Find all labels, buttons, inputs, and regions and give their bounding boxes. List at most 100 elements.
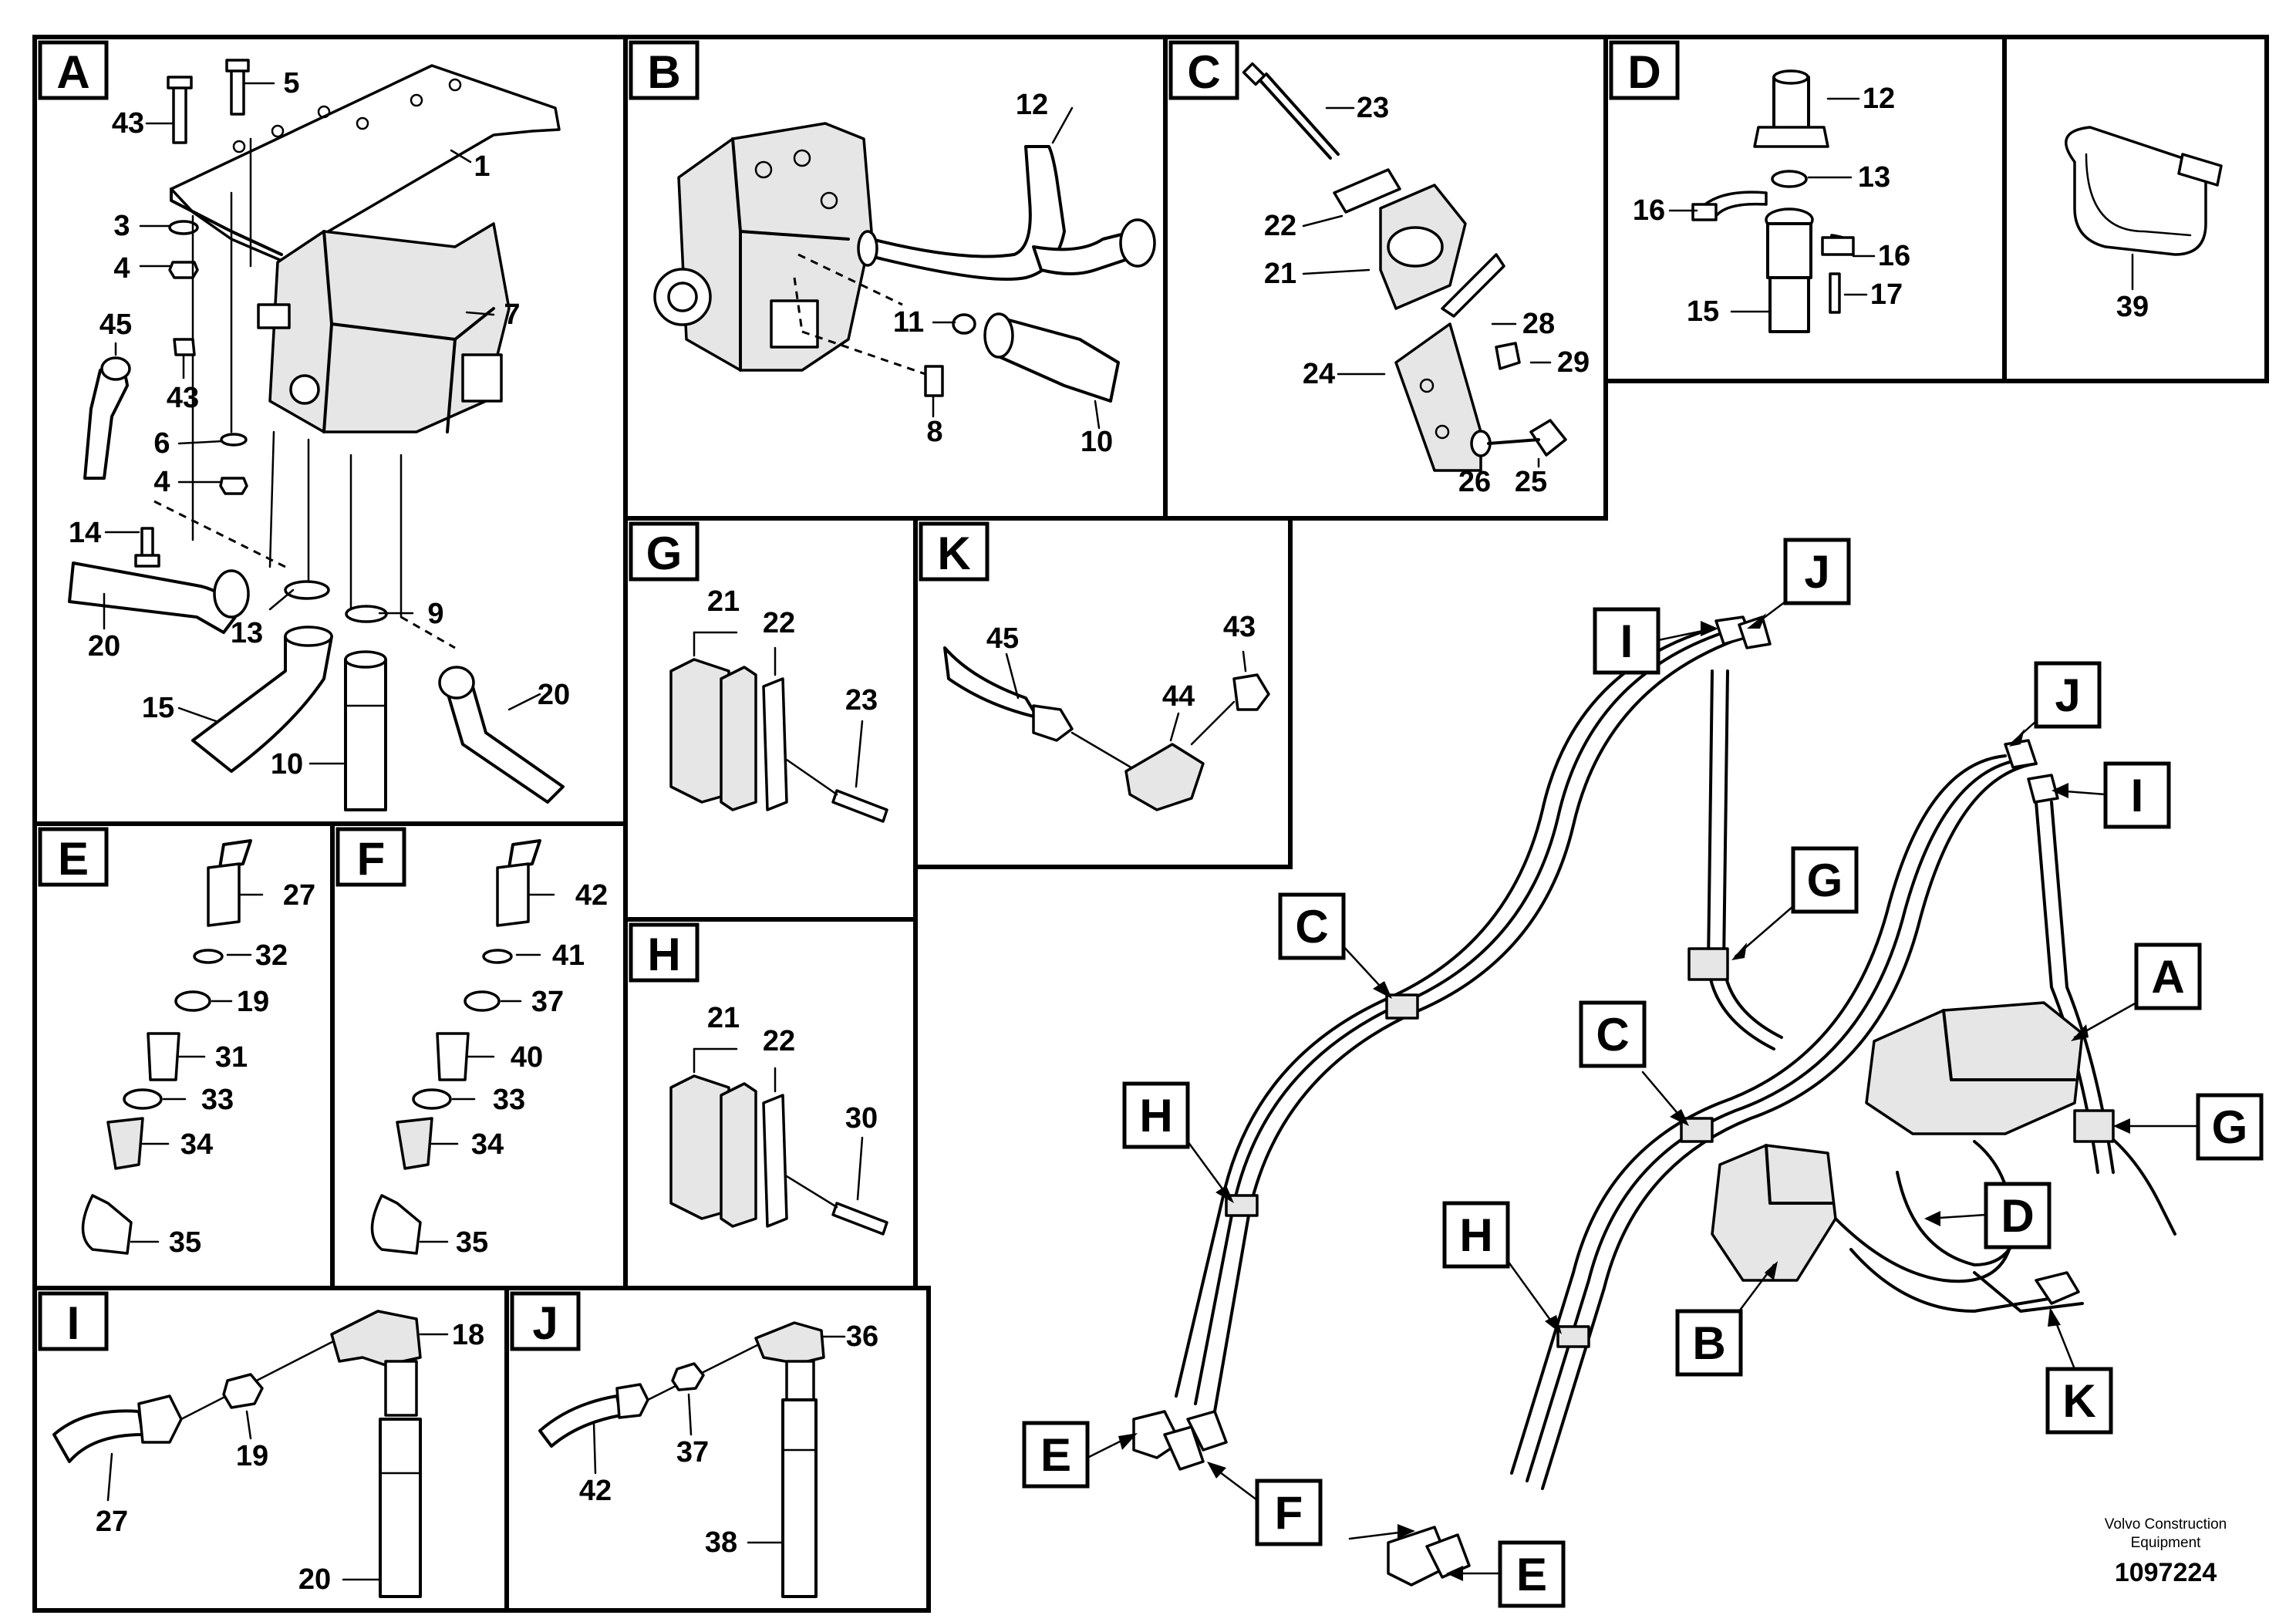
overview-marker-f: F [1275, 1487, 1303, 1539]
panel-frames [32, 35, 2269, 1613]
callout-a-13: 13 [231, 617, 263, 649]
overview-marker-c-2: C [1596, 1009, 1629, 1061]
coupling-e-34 [106, 1117, 144, 1170]
overview-marker-h-1: H [1139, 1090, 1172, 1141]
panel-c: C 23 22 21 28 24 29 26 25 [1168, 40, 1590, 498]
callout-strap-39: 39 [2116, 291, 2149, 323]
fitting-f-42 [496, 862, 530, 927]
panel-i-letter: I [67, 1297, 80, 1349]
overview-marker-e-2: E [1516, 1549, 1547, 1600]
panel-i-letter-box [38, 1291, 109, 1351]
hose-20-left [68, 561, 237, 634]
nut-i-19 [222, 1373, 264, 1409]
panel-h-letter: H [647, 929, 680, 980]
overview-hose-g [1707, 669, 1775, 1050]
panel-b: B 12 11 8 10 [629, 40, 1156, 458]
hose-45 [83, 363, 129, 480]
callout-c-25: 25 [1515, 466, 1547, 498]
callout-a-4: 4 [113, 252, 130, 285]
nut-j-38 [785, 1360, 815, 1401]
callout-f-33: 33 [493, 1084, 525, 1116]
panel-k: K 45 43 44 [919, 521, 1270, 811]
callout-a-4b: 4 [153, 466, 170, 498]
cap-e-35 [81, 1194, 133, 1255]
callout-a-20b: 20 [538, 679, 570, 711]
bracket-24 [1394, 322, 1482, 472]
panel-d: D 12 13 16 16 15 17 [1609, 40, 1910, 333]
panel-g-letter-box [629, 521, 700, 582]
nut-4b [219, 477, 248, 495]
callout-h-21: 21 [707, 1002, 740, 1034]
callout-f-42: 42 [575, 879, 608, 912]
callout-d-15: 15 [1687, 295, 1719, 328]
callout-e-33: 33 [201, 1084, 234, 1116]
panel-j-letter: J [532, 1297, 558, 1349]
callout-c-23: 23 [1357, 92, 1389, 124]
callout-e-19: 19 [237, 986, 269, 1018]
bolt-h-30 [831, 1202, 888, 1236]
nut-i-27 [137, 1394, 183, 1444]
callout-a-10: 10 [271, 748, 303, 781]
panel-h-letter-box [629, 922, 700, 983]
nut-i-20 [384, 1360, 418, 1417]
clamp-half-h-2 [720, 1082, 757, 1228]
panel-e-letter-box [38, 827, 109, 887]
pipe-flange [1119, 218, 1156, 268]
callout-f-35: 35 [456, 1226, 488, 1259]
brand-line-2: Equipment [2131, 1535, 2202, 1551]
elbow-j-36 [754, 1321, 825, 1365]
overview-marker-d: D [2001, 1190, 2034, 1242]
callout-a-7: 7 [504, 298, 520, 331]
panel-c-letter: C [1187, 46, 1220, 98]
overview-valve-a [1865, 1001, 2084, 1135]
callout-e-34: 34 [180, 1128, 213, 1161]
callout-a-20: 20 [88, 630, 120, 663]
bolt-5 [230, 66, 245, 116]
oring-13 [284, 580, 330, 600]
callout-f-41: 41 [552, 939, 585, 972]
overview-clamp-h2 [1556, 1325, 1590, 1348]
panel-f-letter: F [357, 833, 386, 885]
overview-marker-a: A [2151, 951, 2184, 1003]
callout-d-13: 13 [1858, 161, 1890, 194]
elbow-i-18 [330, 1310, 422, 1367]
callout-i-27: 27 [96, 1506, 128, 1538]
washer-6 [220, 433, 248, 447]
oring-f-41 [482, 949, 513, 964]
callout-e-31: 31 [215, 1041, 248, 1074]
callout-a-3: 3 [113, 210, 130, 242]
solenoid [461, 353, 503, 403]
cap-f-35 [370, 1194, 422, 1255]
panel-j-letter-box [510, 1291, 581, 1351]
washer-3 [168, 220, 199, 235]
adapter-e-31 [147, 1032, 180, 1081]
panel-d-letter-box [1609, 40, 1680, 100]
callout-e-27: 27 [283, 879, 315, 912]
pipe-12-d [1772, 76, 1810, 133]
hose-i-27 [52, 1409, 144, 1463]
callout-a-1: 1 [474, 150, 490, 183]
overview-clamp-c2 [1680, 1117, 1714, 1143]
callout-c-29: 29 [1557, 346, 1590, 379]
overview-hose-left-1 [1194, 631, 1725, 1405]
callout-h-22: 22 [763, 1025, 795, 1057]
bolt-2 [172, 79, 187, 144]
clamp-half-g-2 [720, 666, 757, 811]
plate-22 [1333, 168, 1401, 214]
panel-h: H 21 22 30 [629, 922, 888, 1236]
nut-45-k [1032, 704, 1074, 742]
hose-j-42 [538, 1394, 622, 1448]
callout-a-14: 14 [69, 517, 101, 549]
panel-c-letter-box [1168, 40, 1239, 100]
overview-fitting-j1 [1738, 615, 1772, 649]
callout-a-43: 43 [167, 382, 199, 414]
callout-e-32: 32 [255, 939, 288, 972]
ring-e-19 [174, 990, 211, 1012]
panel-a: A [38, 40, 570, 811]
callout-j-42: 42 [579, 1475, 612, 1507]
nut-20-right [438, 666, 475, 700]
overview-valve-b [1711, 1144, 1837, 1282]
callout-i-20: 20 [298, 1563, 331, 1596]
hose-j-38 [781, 1398, 818, 1598]
panel-k-letter-box [919, 521, 990, 582]
